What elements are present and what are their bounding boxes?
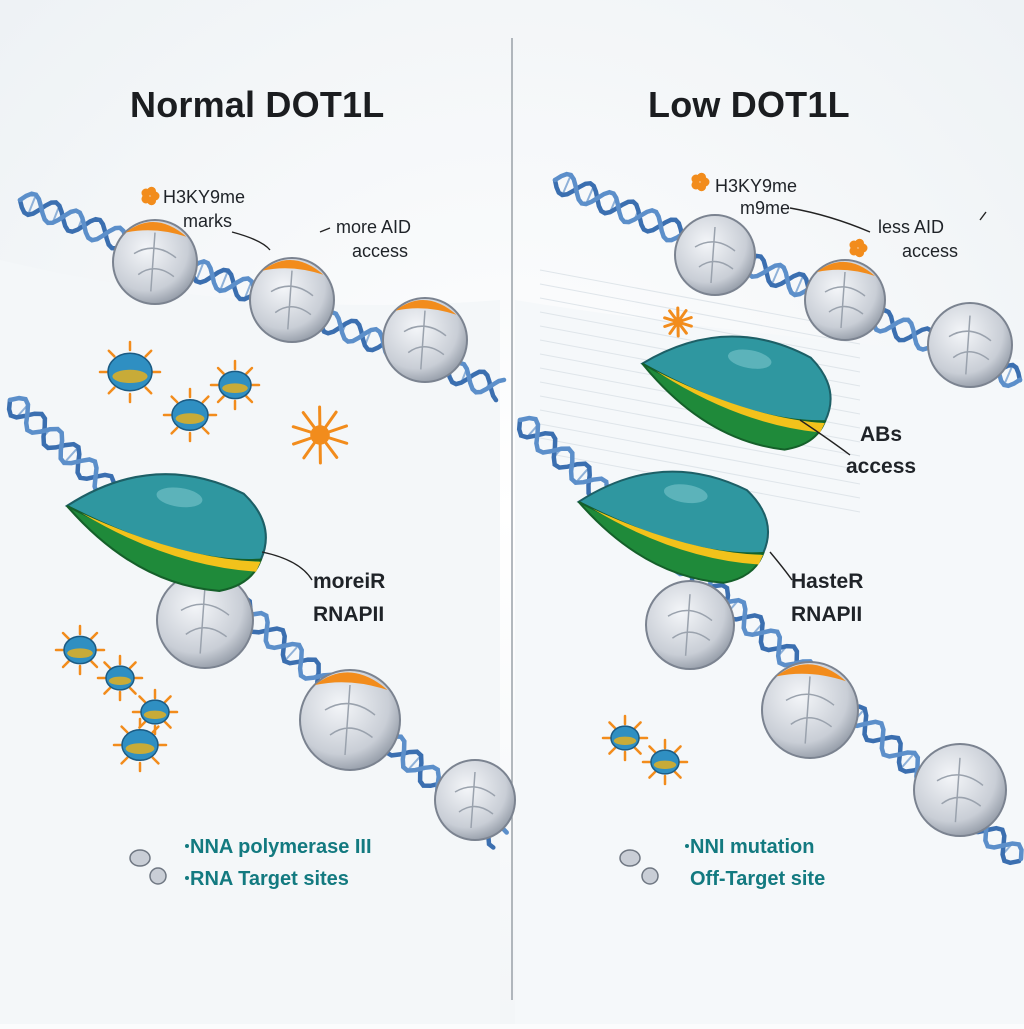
protein-band <box>144 711 166 719</box>
protein-band <box>222 383 248 393</box>
aid-protein <box>98 656 142 700</box>
petal <box>697 173 706 182</box>
legend-bullet <box>185 844 189 848</box>
left-access-line2: access <box>352 240 408 262</box>
nucleosome <box>805 260 885 340</box>
right-marks-line1: H3KY9me <box>715 175 797 197</box>
legend-polymerase-icon <box>130 850 150 866</box>
left-rnap-line2: RNAPII <box>313 603 384 627</box>
protein-band <box>109 677 131 685</box>
right-access-line1: less AID <box>878 216 944 238</box>
aid-protein <box>56 626 104 674</box>
left-rnap-line1: moreiR <box>313 570 385 594</box>
legend-mutation-icon <box>620 850 640 866</box>
petal <box>147 187 156 196</box>
legend-bullet <box>685 844 689 848</box>
right-access-line2: access <box>902 240 958 262</box>
left-legend-item-2: RNA Target sites <box>190 868 349 891</box>
aid-protein <box>100 342 160 402</box>
right-legend-item-1: NNI mutation <box>690 836 814 859</box>
right-legend-item-2: Off-Target site <box>690 868 825 891</box>
nucleosome <box>762 662 858 758</box>
nucleosome <box>928 303 1012 387</box>
protein-band <box>614 737 636 745</box>
legend-offtarget-icon <box>642 868 658 884</box>
nucleosome <box>675 215 755 295</box>
nucleosome <box>300 670 400 770</box>
right-marks-line2: m9me <box>740 197 790 219</box>
protein-band <box>654 761 676 769</box>
right-abs-line2: access <box>846 455 916 479</box>
aid-protein <box>211 361 259 409</box>
right-title: Low DOT1L <box>648 84 850 126</box>
right-rnap-line1: HasteR <box>791 570 863 594</box>
left-access-line1: more AID <box>336 216 411 238</box>
left-legend-item-1: NNA polymerase III <box>190 836 372 859</box>
right-rnap-line2: RNAPII <box>791 603 862 627</box>
legend-bullet <box>185 876 189 880</box>
right-abs-line1: ABs <box>860 423 902 447</box>
nucleosome <box>646 581 734 669</box>
petal <box>855 239 864 248</box>
nucleosome <box>250 258 334 342</box>
aid-protein <box>603 716 647 760</box>
nucleosome <box>383 298 467 382</box>
left-marks-line2: marks <box>183 210 232 232</box>
protein-band <box>126 743 155 754</box>
nucleosome <box>113 220 197 304</box>
protein-band <box>112 370 147 383</box>
protein-band <box>176 413 205 424</box>
legend-target-icon <box>150 868 166 884</box>
protein-band <box>67 648 93 658</box>
aid-protein <box>164 389 216 441</box>
splash-core <box>310 425 330 445</box>
nucleosome <box>435 760 515 840</box>
aid-protein <box>643 740 687 784</box>
left-title: Normal DOT1L <box>130 84 384 126</box>
left-marks-line1: H3KY9me <box>163 186 245 208</box>
splash-core <box>673 317 683 327</box>
nucleosome <box>914 744 1006 836</box>
aid-protein <box>114 719 166 771</box>
